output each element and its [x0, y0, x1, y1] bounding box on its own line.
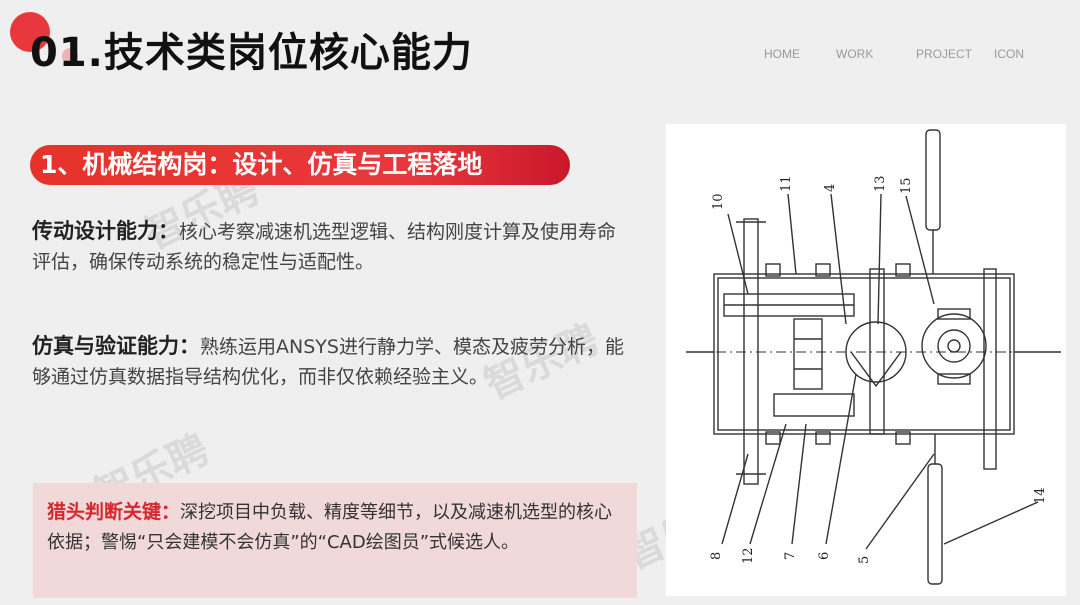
label-6: 6 [817, 552, 832, 560]
label-7: 7 [783, 552, 798, 560]
tip-label: 猎头判断关键： [47, 501, 181, 523]
ability-simulation: 仿真与验证能力：熟练运用ANSYS进行静力学、模态及疲劳分析，能够通过仿真数据指… [32, 331, 632, 392]
label-14: 14 [1033, 487, 1048, 504]
label-10: 10 [711, 193, 726, 210]
left-shaft [743, 218, 759, 485]
nav-work[interactable]: WORK [836, 47, 874, 61]
top-nav: HOME WORK PROJECT ICON [764, 47, 1024, 61]
ability-label: 传动设计能力： [32, 219, 179, 243]
tip-text: 深挖项目中负载、精度等细节，以及减速机选型的核心依据；警惕“只会建模不会仿真”的… [47, 502, 613, 553]
ability-text: 熟练运用ANSYS进行静力学、模态及疲劳分析，能够通过仿真数据指导结构优化，而非… [32, 336, 624, 388]
ability-label: 仿真与验证能力： [32, 334, 200, 358]
bottom-handle [927, 463, 943, 585]
right-shaft [983, 268, 997, 470]
bearing-ring [921, 313, 987, 379]
ability-transmission: 传动设计能力：核心考察减速机选型逻辑、结构刚度计算及使用寿命评估，确保传动系统的… [32, 216, 632, 277]
label-11: 11 [779, 175, 794, 192]
label-5: 5 [857, 556, 872, 564]
label-13: 13 [873, 175, 888, 192]
worm-wheel [845, 321, 907, 383]
nav-project[interactable]: PROJECT [916, 47, 973, 61]
label-12: 12 [741, 547, 756, 564]
decor-circle-large [10, 12, 50, 52]
gearbox-svg: 10 11 4 13 15 8 12 7 6 5 14 [686, 129, 1061, 585]
ability-text: 核心考察减速机选型逻辑、结构刚度计算及使用寿命评估，确保传动系统的稳定性与适配性… [32, 221, 617, 273]
pinion [793, 318, 823, 390]
headhunter-tip-box: 猎头判断关键：深挖项目中负载、精度等细节，以及减速机选型的核心依据；警惕“只会建… [33, 483, 637, 598]
top-handle [925, 129, 941, 231]
section-heading-pill: 1、机械结构岗：设计、仿真与工程落地 [30, 145, 570, 185]
label-8: 8 [709, 552, 724, 560]
page-title: 01.技术类岗位核心能力 [30, 30, 473, 76]
gearbox-drawing: 10 11 4 13 15 8 12 7 6 5 14 [666, 124, 1066, 596]
label-15: 15 [899, 177, 914, 194]
housing-outline [713, 273, 1015, 435]
label-4: 4 [823, 184, 838, 192]
gear-lower [773, 393, 855, 417]
nav-home[interactable]: HOME [764, 47, 800, 61]
decor-circle-small [62, 48, 78, 64]
nav-icon[interactable]: ICON [994, 47, 1024, 61]
